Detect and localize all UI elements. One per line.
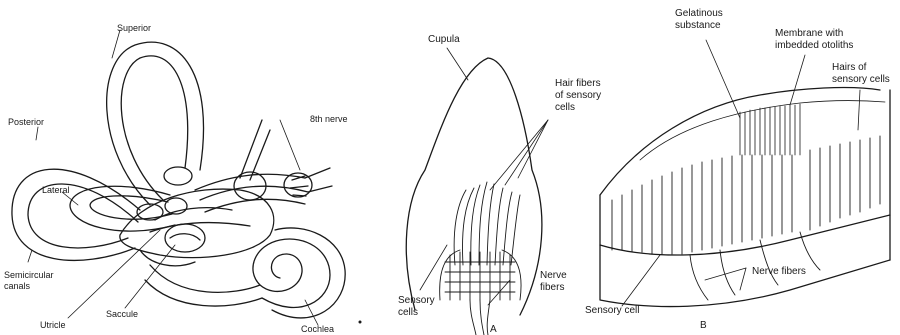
label-superior: Superior — [117, 23, 151, 33]
label-8th-nerve: 8th nerve — [310, 114, 348, 124]
panel-label-b: B — [700, 320, 707, 331]
label-canals: canals — [4, 281, 30, 291]
otolith-membrane-layer — [640, 101, 885, 160]
hair-fibers — [454, 182, 520, 265]
label-semicircular: Semicircular — [4, 270, 54, 280]
label-crista-nerve-1: Nerve — [540, 270, 567, 281]
label-lateral: Lateral — [42, 185, 70, 195]
cupula-shape — [406, 58, 542, 315]
crista-leader-lines — [420, 48, 548, 305]
sensory-cells-column — [440, 250, 521, 300]
label-sensory-cell: Sensory cell — [585, 305, 639, 316]
label-hairs-1: Hairs of — [832, 62, 866, 73]
label-sensory-cells-1: Sensory — [398, 295, 435, 306]
cochlea-spiral — [145, 228, 345, 318]
label-hair-fibers-2: of sensory — [555, 90, 601, 101]
label-cochlea: Cochlea — [301, 324, 334, 334]
superior-canal — [107, 42, 204, 205]
label-membrane-2: imbedded otoliths — [775, 40, 853, 51]
label-hairs-2: sensory cells — [832, 74, 890, 85]
label-cupula: Cupula — [428, 34, 460, 45]
label-saccule: Saccule — [106, 309, 138, 319]
label-utricle: Utricle — [40, 320, 66, 330]
label-hair-fibers-1: Hair fibers — [555, 78, 601, 89]
label-crista-nerve-2: fibers — [540, 282, 564, 293]
label-membrane-1: Membrane with — [775, 28, 843, 39]
crista-nerve-fibers — [470, 300, 490, 335]
stray-dot — [359, 321, 362, 324]
label-sensory-cells-2: cells — [398, 307, 418, 318]
vestibular-nerve — [195, 120, 332, 212]
inner-ear-leader-lines — [28, 30, 318, 325]
label-posterior: Posterior — [8, 117, 44, 127]
macula-leader-lines — [622, 40, 860, 306]
label-hair-fibers-3: cells — [555, 102, 575, 113]
macula-sensory-cells — [612, 136, 880, 254]
panel-label-a: A — [490, 324, 497, 335]
saccule-body — [165, 224, 205, 252]
posterior-canal — [12, 169, 140, 260]
label-gelatinous-1: Gelatinous — [675, 8, 723, 19]
label-macula-nerve-fibers: Nerve fibers — [752, 266, 806, 277]
label-gelatinous-2: substance — [675, 20, 721, 31]
